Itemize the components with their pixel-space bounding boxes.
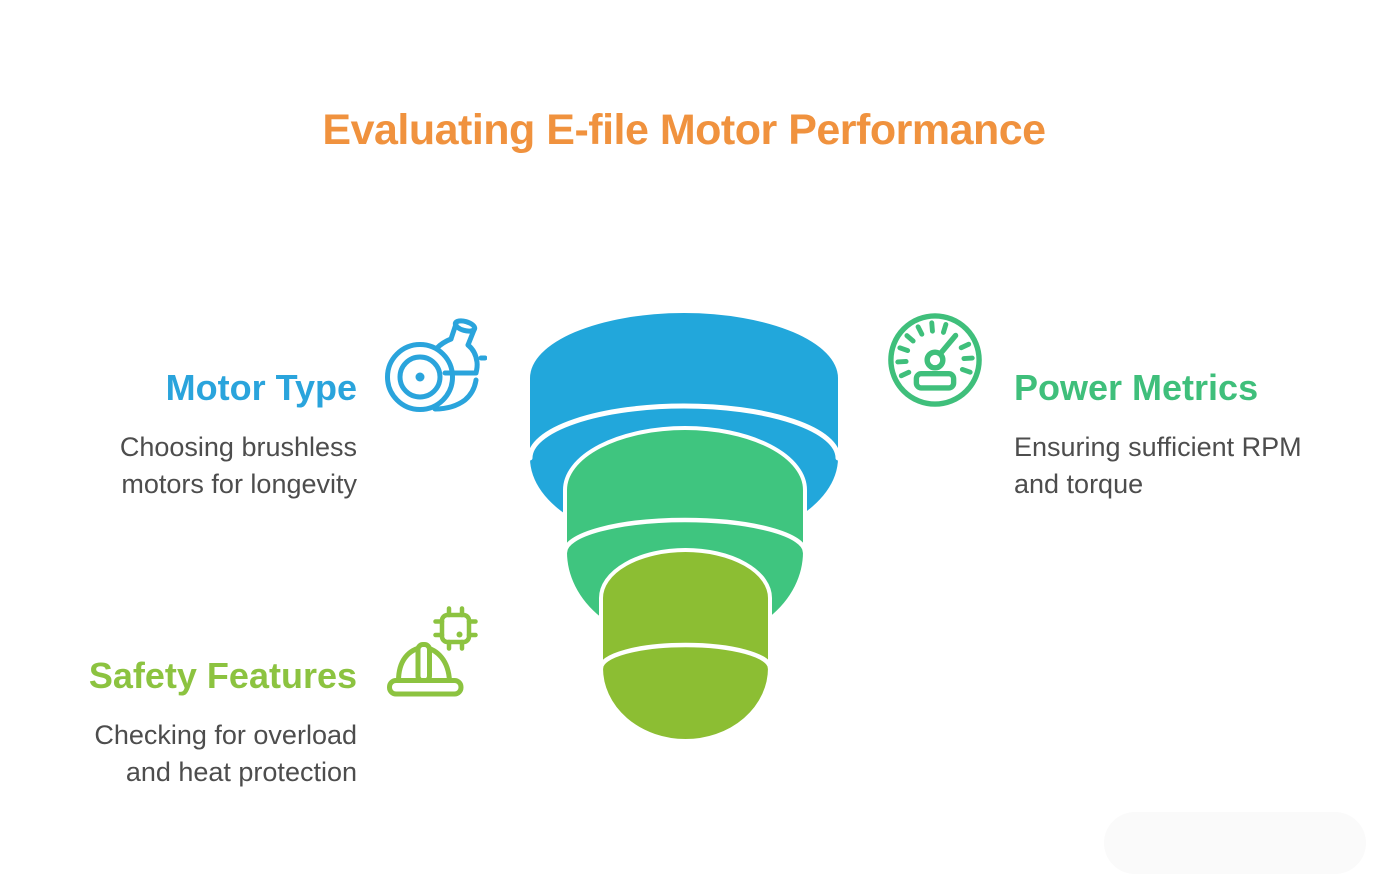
funnel-layer-middle-rim [562,517,808,555]
motor-type-description-line1: Choosing brushless [119,432,357,462]
watermark-blob [1104,812,1366,874]
helmet-chip-icon [385,604,485,704]
funnel-layer-top-rim [527,403,841,461]
motor-type-description: Choosing brushless motors for longevity [37,429,357,503]
motor-icon [383,316,487,412]
power-metrics-description-line2: and torque [1014,469,1144,499]
funnel-diagram [500,300,870,760]
power-metrics-description: Ensuring sufficient RPM and torque [1014,429,1374,503]
motor-type-description-line2: motors for longevity [121,469,357,499]
safety-features-description: Checking for overload and heat protectio… [37,717,357,791]
motor-type-title: Motor Type [165,367,357,408]
safety-features-description-line1: Checking for overload [94,720,357,750]
power-metrics-title: Power Metrics [1014,367,1259,408]
safety-features-description-line2: and heat protection [125,757,357,787]
power-metrics-description-line1: Ensuring sufficient RPM [1014,432,1302,462]
gauge-icon [886,311,984,409]
safety-features-title: Safety Features [88,655,357,696]
funnel-layer-bottom-rim [598,642,773,671]
page-title: Evaluating E-file Motor Performance [322,106,1046,154]
